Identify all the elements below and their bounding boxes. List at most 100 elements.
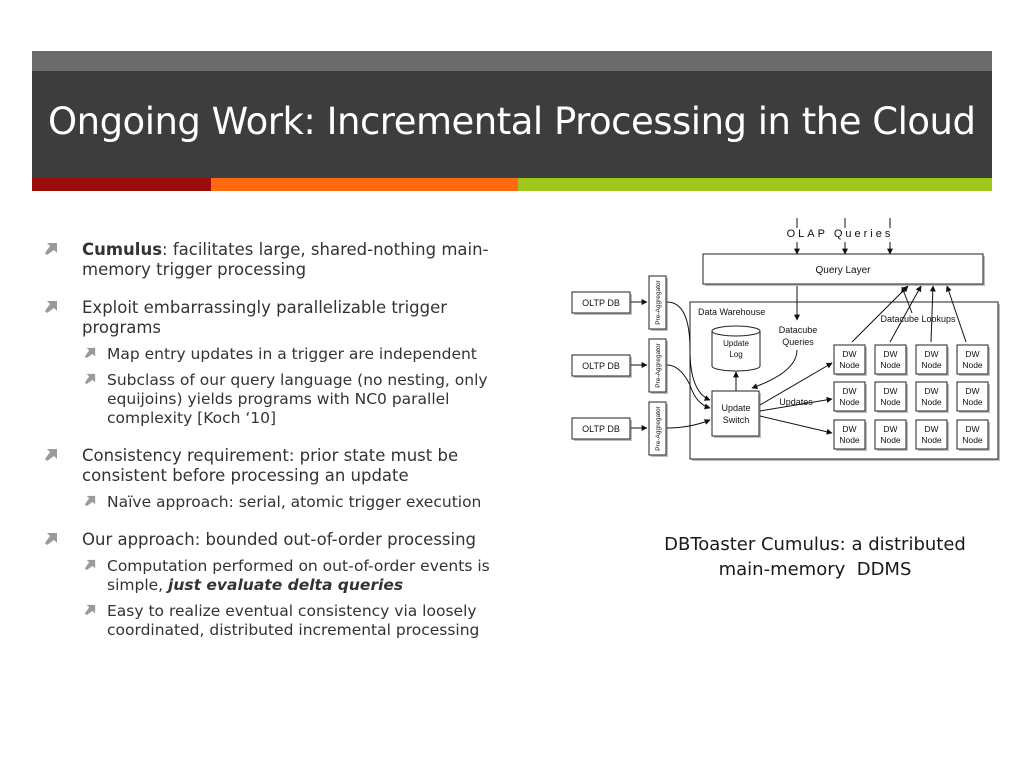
sub-bullet-item: Naïve approach: serial, atomic trigger e… <box>40 493 520 512</box>
oltp-db-label: OLTP DB <box>582 361 620 371</box>
sub-bullet-item: Map entry updates in a trigger are indep… <box>40 345 520 364</box>
oltp-db-box <box>571 354 631 377</box>
accent-bar-orange <box>211 178 518 191</box>
dw-node-box <box>915 419 948 450</box>
datacube-queries-to-switch-arrow <box>751 349 798 390</box>
dw-node-label: DW <box>965 349 979 359</box>
sub-bullet-text: Subclass of our query language (no nesti… <box>107 371 488 427</box>
dw-node-label: DW <box>883 386 897 396</box>
dw-node-label: DW <box>924 424 938 434</box>
updates-arrow-top <box>759 362 833 406</box>
updates-arrow-mid <box>759 396 833 412</box>
dw-node-box <box>956 419 989 450</box>
pre-aggregator-box <box>648 275 667 330</box>
pre-aggregator-box <box>648 338 667 393</box>
dw-node-box <box>915 344 948 375</box>
accent-bar-red <box>32 178 211 191</box>
update-switch-label: Switch <box>723 415 750 425</box>
preagg3-to-switch-arrow <box>666 419 711 429</box>
bullet-text: Consistency requirement: prior state mus… <box>82 446 459 485</box>
title-top-strip <box>32 51 992 71</box>
bullet-text: : facilitates large, shared-nothing main… <box>82 240 489 279</box>
pre-aggregator-label: Pre-Aggregator <box>655 279 662 324</box>
dw-node-label: Node <box>839 397 860 407</box>
bullet-list: Cumulus: facilitates large, shared-nothi… <box>40 240 520 658</box>
datacube-queries-label: Datacube <box>779 325 818 335</box>
dw-node-label: Node <box>921 435 942 445</box>
datacube-queries-label: Queries <box>782 337 814 347</box>
sub-bullet-text: Naïve approach: serial, atomic trigger e… <box>107 493 482 511</box>
bullet-arrow-icon <box>45 533 57 545</box>
dw-node-label: DW <box>924 349 938 359</box>
dw-node-label: Node <box>880 397 901 407</box>
slide-title: Ongoing Work: Incremental Processing in … <box>48 100 976 143</box>
preagg1-to-switch-arrow <box>666 301 711 401</box>
updates-arrow-bottom <box>759 415 833 435</box>
bullet-item: Exploit embarrassingly parallelizable tr… <box>40 298 520 428</box>
oltp-db-box <box>571 417 631 440</box>
query-layer-box <box>702 253 984 285</box>
dw-node-label: Node <box>962 397 983 407</box>
dw-node-label: Node <box>962 435 983 445</box>
sub-bullet-arrow-icon <box>84 373 96 385</box>
lookup-arrow-2 <box>889 285 922 343</box>
sub-bullet-text: Computation performed on out-of-order ev… <box>107 557 490 594</box>
bullet-item: Cumulus: facilitates large, shared-nothi… <box>40 240 520 280</box>
bullet-text: Exploit embarrassingly parallelizable tr… <box>82 298 448 337</box>
dw-node-label: Node <box>880 360 901 370</box>
oltp-db-label: OLTP DB <box>582 424 620 434</box>
dw-node-box <box>833 344 866 375</box>
dw-node-label: DW <box>842 349 856 359</box>
dw-node-label: Node <box>839 360 860 370</box>
sub-bullet-arrow-icon <box>84 347 96 359</box>
update-log-cylinder-top <box>711 325 761 337</box>
accent-bar-green <box>518 178 992 191</box>
update-log-cylinder-body <box>711 331 761 372</box>
sub-bullet-emphasis: just evaluate delta queries <box>168 576 404 594</box>
dw-node-box <box>915 381 948 412</box>
dw-node-label: Node <box>921 397 942 407</box>
dw-node-box <box>874 381 907 412</box>
oltp-db-box <box>571 291 631 314</box>
sub-bullet-arrow-icon <box>84 604 96 616</box>
sub-bullet-arrow-icon <box>84 559 96 571</box>
sub-bullet-item: Subclass of our query language (no nesti… <box>40 371 520 428</box>
pre-aggregator-label: Pre-Aggregator <box>655 342 662 387</box>
diagram-caption: DBToaster Cumulus: a distributed main-me… <box>640 532 990 582</box>
dw-node-label: Node <box>839 435 860 445</box>
update-log-label: Log <box>729 350 742 359</box>
update-switch-box <box>711 390 760 437</box>
update-log-label: Update <box>723 339 749 348</box>
datacube-lookups-label: Datacube Lookups <box>880 314 956 324</box>
bullet-item: Consistency requirement: prior state mus… <box>40 446 520 512</box>
dw-node-label: Node <box>962 360 983 370</box>
dw-node-label: DW <box>842 424 856 434</box>
bullet-text: Our approach: bounded out-of-order proce… <box>82 530 477 549</box>
sub-bullet-item: Computation performed on out-of-order ev… <box>40 557 520 595</box>
sub-bullet-arrow-icon <box>84 495 96 507</box>
dw-node-label: Node <box>880 435 901 445</box>
caption-line-1: DBToaster Cumulus: a distributed <box>664 534 966 555</box>
dw-node-box <box>956 381 989 412</box>
caption-line-2: main-memory DDMS <box>718 559 912 580</box>
dw-node-label: DW <box>883 424 897 434</box>
dw-node-label: Node <box>921 360 942 370</box>
sub-bullet-text: Easy to realize eventual consistency via… <box>107 602 480 639</box>
lookup-arrow-5 <box>901 286 913 314</box>
lookup-arrow-4 <box>945 285 967 343</box>
dw-node-label: DW <box>883 349 897 359</box>
bullet-arrow-icon <box>45 301 57 313</box>
pre-aggregator-box <box>648 401 667 456</box>
dw-node-box <box>833 419 866 450</box>
dw-node-label: DW <box>842 386 856 396</box>
bullet-arrow-icon <box>45 449 57 461</box>
query-layer-label: Query Layer <box>815 265 871 276</box>
bullet-item: Our approach: bounded out-of-order proce… <box>40 530 520 640</box>
lookup-arrow-1 <box>851 285 909 343</box>
data-warehouse-label: Data Warehouse <box>698 307 765 317</box>
dw-node-label: DW <box>924 386 938 396</box>
pre-aggregator-label: Pre-Aggregator <box>655 405 662 450</box>
olap-queries-label: OLAP Queries <box>787 228 894 240</box>
lookup-arrow-3 <box>929 285 936 343</box>
